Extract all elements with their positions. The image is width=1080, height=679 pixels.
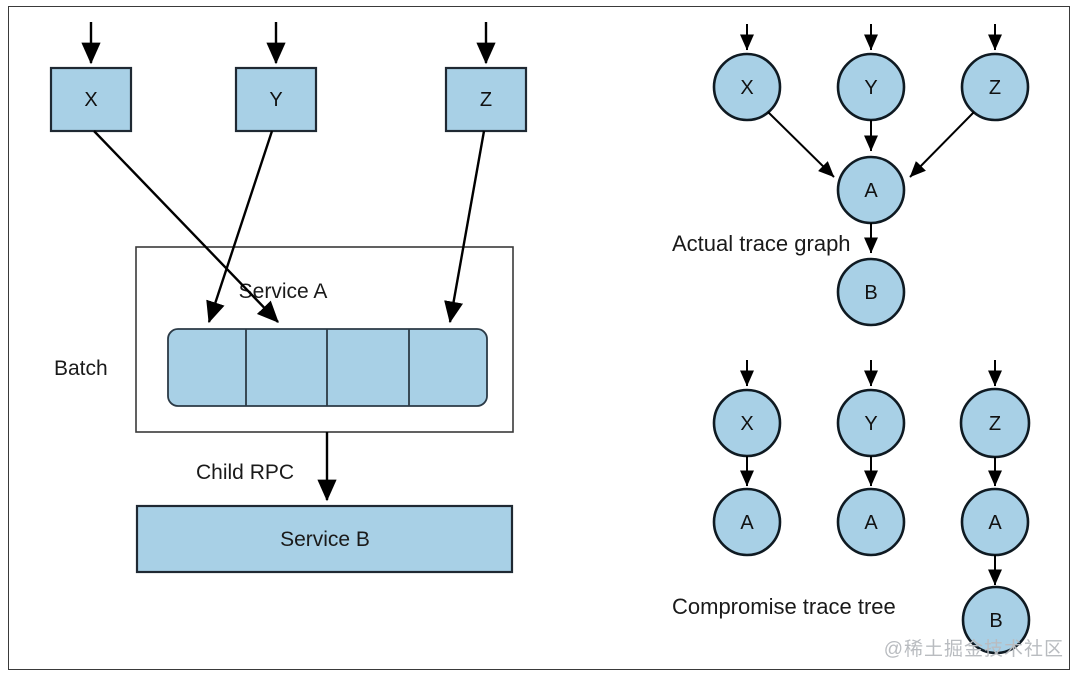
edge-z-to-batch [444, 130, 486, 324]
trace-node-b[interactable] [836, 257, 906, 327]
edge-x-to-batch [93, 130, 279, 323]
service-b-label: Service B [280, 528, 370, 551]
tree-node-b[interactable] [961, 585, 1031, 655]
trace-edge-z-a [909, 111, 975, 178]
trace-node-x-label: X [740, 77, 753, 99]
tree-node-z-label: Z [989, 413, 1001, 435]
client-box-x-label: X [84, 89, 97, 111]
child-rpc-label: Child RPC [196, 461, 294, 484]
client-box-x[interactable] [49, 66, 133, 133]
trace-edge-x-a [767, 111, 835, 178]
compromise-trace-caption: Compromise trace tree [672, 594, 896, 619]
tree-node-a3-label: A [988, 512, 1002, 534]
tree-node-a2-label: A [864, 512, 878, 534]
trace-node-z[interactable] [960, 52, 1030, 122]
trace-node-y-label: Y [864, 77, 877, 99]
actual-trace-caption: Actual trace graph [672, 231, 851, 256]
client-box-z[interactable] [444, 66, 528, 133]
edge-y-to-batch [206, 130, 274, 324]
client-box-y-label: Y [269, 89, 282, 111]
service-a-label: Service A [239, 280, 328, 303]
trace-node-z-label: Z [989, 77, 1001, 99]
client-box-y[interactable] [234, 66, 318, 133]
batch-label: Batch [54, 357, 108, 380]
tree-node-y-label: Y [864, 413, 877, 435]
service-b-box[interactable] [135, 504, 514, 574]
trace-node-a-label: A [864, 180, 878, 202]
tree-node-a1[interactable] [712, 487, 782, 557]
tree-node-a2[interactable] [836, 487, 906, 557]
tree-node-a1-label: A [740, 512, 754, 534]
trace-node-b-label: B [864, 282, 877, 304]
tree-node-b-label: B [989, 610, 1002, 632]
tree-node-x-label: X [740, 413, 753, 435]
client-box-z-label: Z [480, 89, 492, 111]
trace-node-x[interactable] [712, 52, 782, 122]
